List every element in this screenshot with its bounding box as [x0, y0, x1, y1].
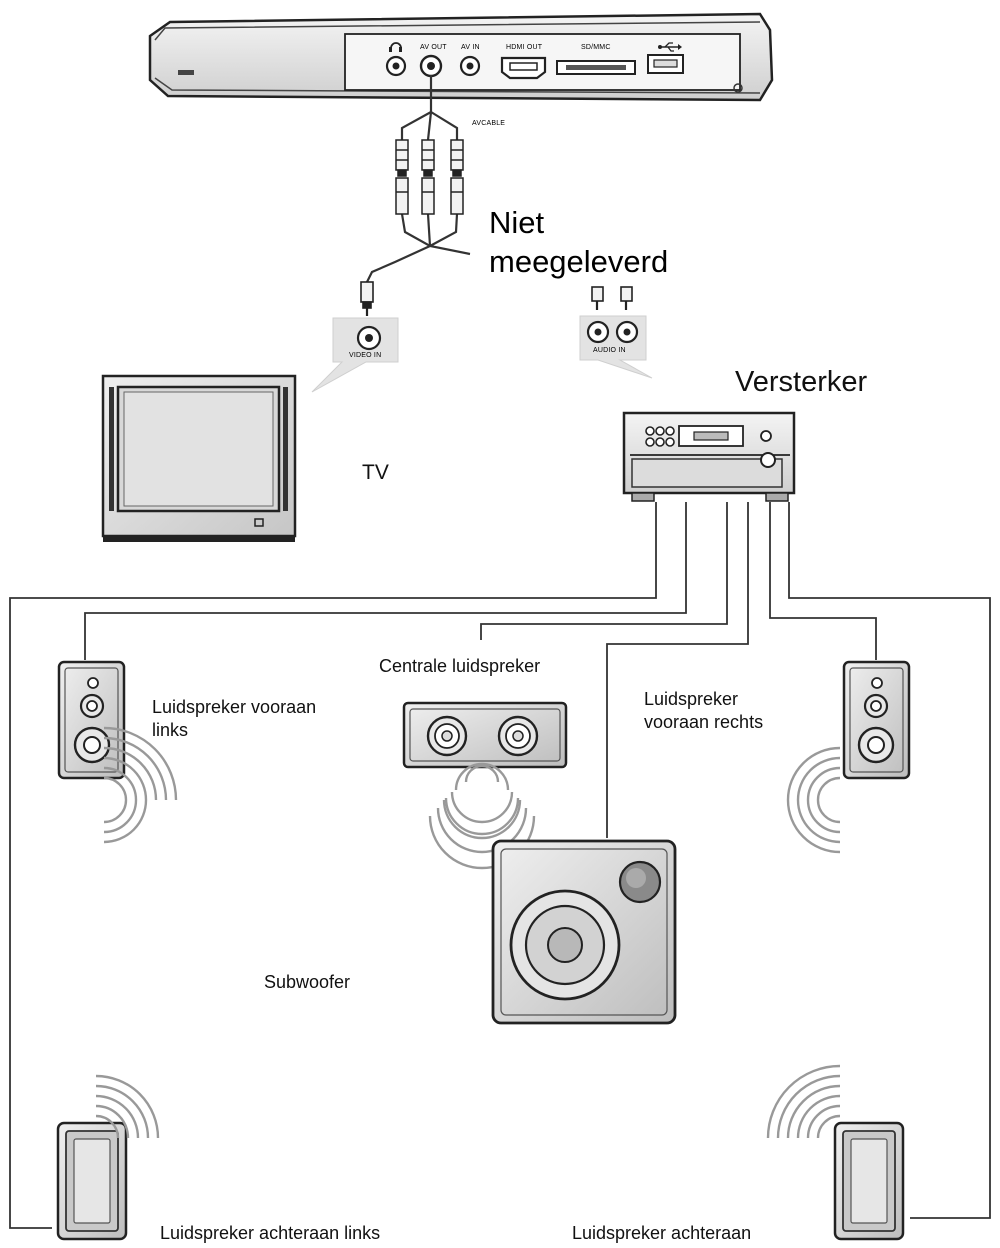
sound-wave-icon — [428, 762, 536, 870]
video-plug — [360, 281, 374, 316]
sound-wave-icon — [103, 726, 178, 844]
subwoofer-label: Subwoofer — [264, 972, 351, 992]
cable-label: AVCABLE — [472, 120, 505, 127]
sound-wave-icon — [95, 1074, 160, 1139]
tv-icon — [101, 374, 297, 542]
sound-wave-icon — [786, 746, 841, 854]
subwoofer-icon — [491, 839, 677, 1025]
av-cable — [366, 75, 471, 283]
speaker-icon — [56, 1121, 128, 1241]
audio-plugs — [591, 286, 633, 310]
speaker-icon — [842, 660, 911, 780]
audio-in-callout — [579, 315, 653, 379]
rear-right-speaker-label: Luidspreker achteraan — [572, 1223, 752, 1243]
front-right-speaker-label: Luidspreker vooraan rechts — [644, 689, 764, 732]
center-speaker-icon — [402, 701, 568, 769]
video-in-label: VIDEO IN — [349, 352, 381, 359]
port-label-hdmi-out: HDMI OUT — [506, 44, 543, 51]
port-label-sd-mmc: SD/MMC — [581, 44, 611, 51]
front-left-speaker-label: Luidspreker vooraan links — [152, 697, 317, 740]
port-label-av-in: AV IN — [461, 44, 480, 51]
not-included-label: Niet meegeleverd — [489, 205, 669, 279]
sound-wave-icon — [766, 1064, 841, 1139]
speaker-icon — [57, 660, 126, 780]
usb-icon — [658, 42, 682, 52]
video-in-callout — [311, 317, 399, 393]
port-label-av-out: AV OUT — [420, 44, 447, 51]
speaker-wires — [9, 502, 991, 1229]
tv-label: TV — [362, 461, 389, 484]
center-speaker-label: Centrale luidspreker — [379, 656, 541, 676]
dvd-player: AV OUT AV IN HDMI OUT SD/MMC — [148, 12, 774, 102]
audio-in-label: AUDIO IN — [593, 347, 626, 354]
headphone-icon — [389, 42, 402, 52]
amplifier-label: Versterker — [735, 366, 868, 398]
amplifier-icon — [622, 411, 796, 502]
hdmi-port — [500, 56, 547, 80]
rear-left-speaker-label: Luidspreker achteraan links — [160, 1223, 381, 1243]
speaker-icon — [833, 1121, 905, 1241]
rca-plugs — [395, 139, 464, 215]
